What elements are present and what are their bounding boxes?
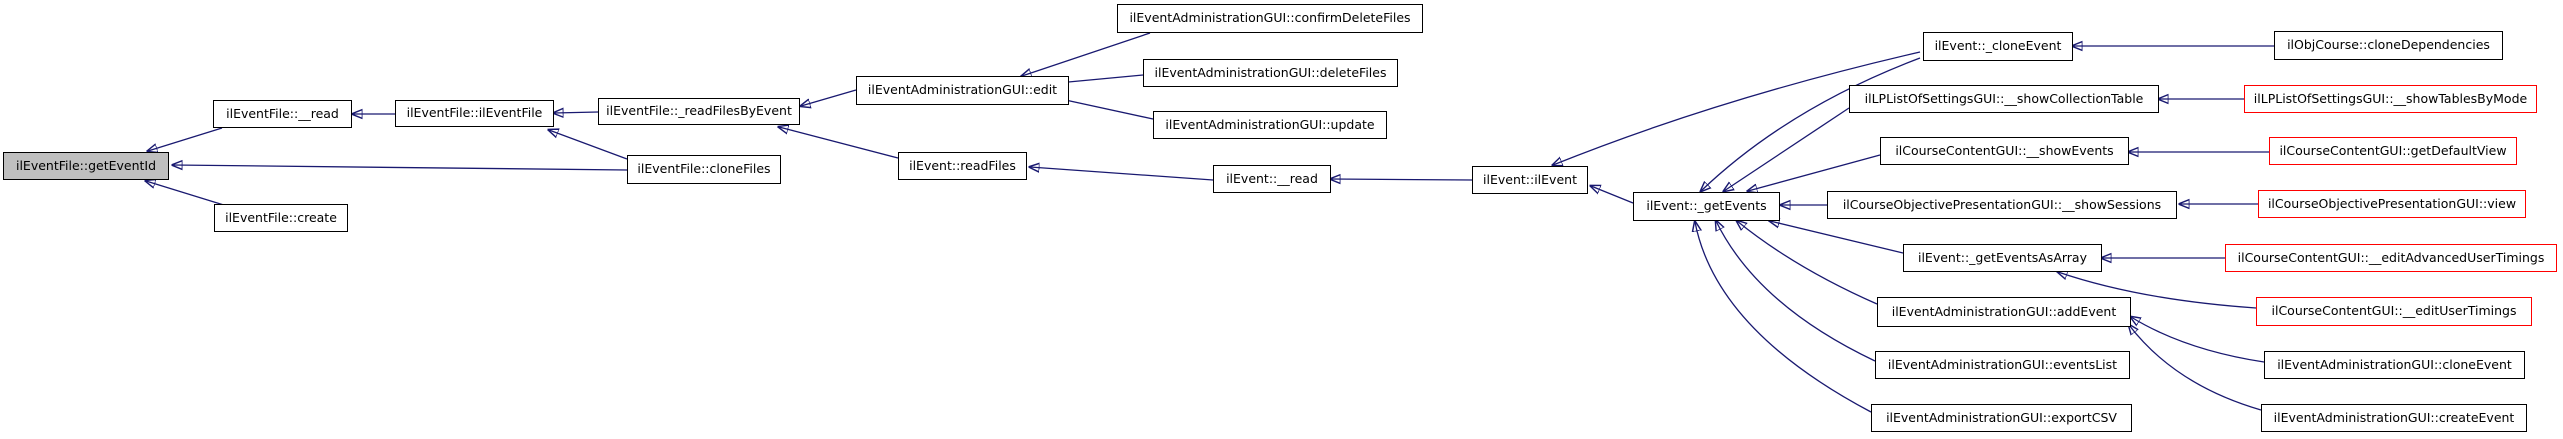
node-read-files-by-event[interactable]: ilEventFile::_readFilesByEvent bbox=[598, 98, 800, 125]
node-label: ilCourseContentGUI::__showEvents bbox=[1895, 142, 2114, 158]
node-get-events[interactable]: ilEvent::_getEvents bbox=[1633, 192, 1780, 221]
node-label: ilLPListOfSettingsGUI::__showCollectionT… bbox=[1864, 90, 2144, 106]
node-export-csv[interactable]: ilEventAdministrationGUI::exportCSV bbox=[1871, 404, 2132, 432]
node-label: ilEventAdministrationGUI::cloneEvent bbox=[2277, 356, 2512, 372]
node-label: ilEventAdministrationGUI::update bbox=[1165, 116, 1375, 132]
edge-edit-user-timings-to-get-events-as-array bbox=[2058, 272, 2257, 309]
node-label: ilCourseContentGUI::getDefaultView bbox=[2279, 142, 2507, 158]
edge-create-event-to-add-event bbox=[2129, 325, 2262, 411]
node-label: ilObjCourse::cloneDependencies bbox=[2287, 37, 2490, 53]
edge-event-ctor-to-event-read bbox=[1331, 179, 1473, 180]
node-delete-files[interactable]: ilEventAdministrationGUI::deleteFiles bbox=[1143, 59, 1398, 87]
edge-export-csv-to-get-events bbox=[1695, 222, 1872, 413]
node-edit-advanced-user-timings[interactable]: ilCourseContentGUI::__editAdvancedUserTi… bbox=[2225, 244, 2557, 272]
edge-admin-clone-event-to-add-event bbox=[2131, 317, 2265, 363]
edge-eventfile-read-to-get-event-id bbox=[148, 127, 223, 151]
node-label: ilEventFile::_readFilesByEvent bbox=[606, 103, 792, 119]
node-clone-files[interactable]: ilEventFile::cloneFiles bbox=[627, 155, 781, 184]
node-label: ilEvent::readFiles bbox=[909, 157, 1016, 173]
edge-create-to-get-event-id bbox=[146, 181, 228, 207]
node-label: ilCourseContentGUI::__editAdvancedUserTi… bbox=[2237, 249, 2545, 265]
node-clone-event[interactable]: ilEvent::_cloneEvent bbox=[1923, 32, 2073, 61]
node-events-list[interactable]: ilEventAdministrationGUI::eventsList bbox=[1875, 351, 2130, 379]
node-show-collection-table[interactable]: ilLPListOfSettingsGUI::__showCollectionT… bbox=[1849, 85, 2159, 113]
node-read-files[interactable]: ilEvent::readFiles bbox=[898, 152, 1027, 180]
edge-edit-to-read-files-by-event bbox=[801, 89, 857, 106]
node-view[interactable]: ilCourseObjectivePresentationGUI::view bbox=[2258, 190, 2526, 218]
node-event-read[interactable]: ilEvent::__read bbox=[1213, 165, 1331, 193]
node-update[interactable]: ilEventAdministrationGUI::update bbox=[1153, 111, 1387, 139]
node-admin-clone-event[interactable]: ilEventAdministrationGUI::cloneEvent bbox=[2264, 351, 2525, 379]
node-label: ilCourseObjectivePresentationGUI::view bbox=[2267, 195, 2517, 211]
edge-clone-event-to-get-events bbox=[1701, 57, 1921, 191]
edge-confirm-delete-files-to-edit bbox=[1022, 32, 1151, 76]
node-label: ilEventAdministrationGUI::addEvent bbox=[1891, 303, 2117, 319]
node-create-event[interactable]: ilEventAdministrationGUI::createEvent bbox=[2261, 404, 2527, 432]
node-label: ilEventAdministrationGUI::edit bbox=[867, 82, 1058, 98]
node-edit[interactable]: ilEventAdministrationGUI::edit bbox=[856, 76, 1069, 105]
edge-read-files-to-read-files-by-event bbox=[779, 127, 899, 159]
node-add-event[interactable]: ilEventAdministrationGUI::addEvent bbox=[1877, 297, 2131, 327]
node-get-default-view[interactable]: ilCourseContentGUI::getDefaultView bbox=[2269, 137, 2517, 165]
node-label: ilEventFile::create bbox=[225, 209, 337, 225]
node-label: ilEvent::_getEvents bbox=[1646, 198, 1767, 214]
node-label: ilLPListOfSettingsGUI::__showTablesByMod… bbox=[2253, 90, 2528, 106]
node-eventfile-read[interactable]: ilEventFile::__read bbox=[213, 100, 352, 128]
edge-events-list-to-get-events bbox=[1716, 221, 1876, 362]
node-confirm-delete-files[interactable]: ilEventAdministrationGUI::confirmDeleteF… bbox=[1117, 4, 1423, 33]
edge-show-events-to-get-events bbox=[1748, 154, 1881, 191]
node-label: ilEventAdministrationGUI::confirmDeleteF… bbox=[1129, 10, 1411, 26]
node-label: ilEventFile::getEventId bbox=[15, 157, 157, 173]
edge-get-events-to-event-ctor bbox=[1591, 186, 1634, 204]
edge-clone-event-to-event-ctor bbox=[1553, 51, 1921, 165]
node-get-events-as-array[interactable]: ilEvent::_getEventsAsArray bbox=[1903, 244, 2102, 272]
edge-event-read-to-read-files bbox=[1030, 167, 1214, 181]
node-create[interactable]: ilEventFile::create bbox=[214, 204, 348, 232]
node-eventfile-ctor[interactable]: ilEventFile::ilEventFile bbox=[395, 100, 554, 127]
edge-read-files-by-event-to-eventfile-ctor bbox=[554, 112, 599, 113]
node-label: ilEvent::ilEvent bbox=[1483, 171, 1577, 187]
node-label: ilEventAdministrationGUI::eventsList bbox=[1887, 356, 2118, 372]
node-show-tables-by-mode[interactable]: ilLPListOfSettingsGUI::__showTablesByMod… bbox=[2244, 85, 2537, 113]
node-label: ilEvent::_cloneEvent bbox=[1934, 38, 2062, 54]
node-label: ilEventFile::cloneFiles bbox=[637, 161, 771, 177]
node-label: ilCourseObjectivePresentationGUI::__show… bbox=[1842, 196, 2162, 212]
edge-get-events-as-array-to-get-events bbox=[1770, 221, 1904, 254]
node-show-sessions[interactable]: ilCourseObjectivePresentationGUI::__show… bbox=[1827, 191, 2177, 219]
edge-clone-files-to-get-event-id bbox=[173, 165, 628, 171]
node-label: ilEventAdministrationGUI::createEvent bbox=[2273, 409, 2515, 425]
node-label: ilEventFile::__read bbox=[226, 105, 339, 121]
node-get-event-id: ilEventFile::getEventId bbox=[3, 152, 169, 180]
node-label: ilEvent::_getEventsAsArray bbox=[1917, 249, 2087, 265]
node-show-events[interactable]: ilCourseContentGUI::__showEvents bbox=[1880, 137, 2129, 165]
node-clone-dependencies[interactable]: ilObjCourse::cloneDependencies bbox=[2274, 31, 2503, 60]
node-label: ilEventFile::ilEventFile bbox=[406, 105, 543, 121]
node-label: ilCourseContentGUI::__editUserTimings bbox=[2271, 303, 2517, 319]
node-label: ilEventAdministrationGUI::exportCSV bbox=[1886, 409, 2117, 425]
node-event-ctor[interactable]: ilEvent::ilEvent bbox=[1472, 166, 1588, 194]
node-edit-user-timings[interactable]: ilCourseContentGUI::__editUserTimings bbox=[2256, 297, 2532, 326]
edge-show-collection-table-to-get-events bbox=[1724, 107, 1850, 191]
node-label: ilEventAdministrationGUI::deleteFiles bbox=[1154, 64, 1387, 80]
edge-add-event-to-get-events bbox=[1737, 221, 1878, 305]
edge-clone-files-to-eventfile-ctor bbox=[549, 130, 628, 160]
node-label: ilEvent::__read bbox=[1226, 170, 1318, 186]
